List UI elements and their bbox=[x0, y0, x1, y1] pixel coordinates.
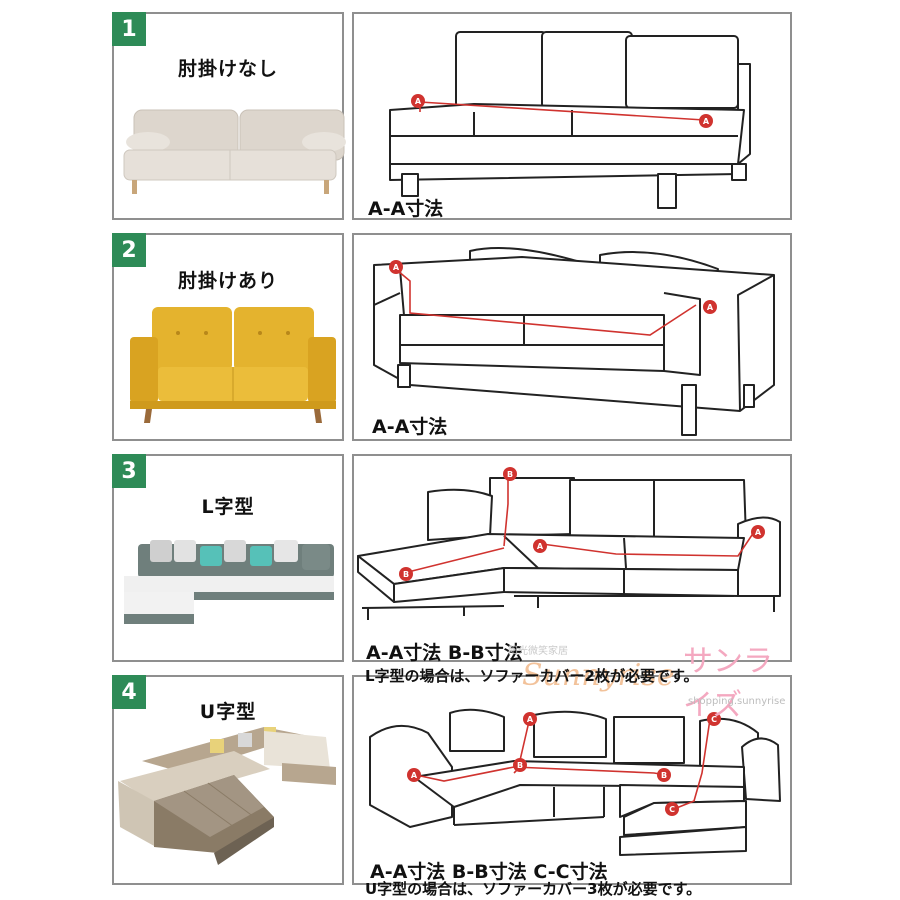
diagram-panel-1: A A A-A寸法 bbox=[352, 12, 792, 220]
marker-a-top-icon: A bbox=[523, 712, 537, 726]
svg-text:B: B bbox=[661, 771, 667, 780]
svg-text:B: B bbox=[507, 470, 513, 479]
marker-a-right-icon: A bbox=[699, 114, 713, 128]
marker-a-left-icon: A bbox=[389, 260, 403, 274]
section-title: 肘掛けなし bbox=[177, 58, 278, 80]
sofa-no-armrest-diagram: A A bbox=[389, 31, 751, 209]
u-shaped-sofa-diagram: A A B B C C bbox=[369, 708, 781, 856]
section-title: L字型 bbox=[201, 496, 255, 518]
diagram-panel-4: A A B B C C A-A寸法 B-B寸法 C-C寸法 bbox=[352, 675, 792, 885]
diagram-panel-3: B B A A A-A寸法 B-B寸法 bbox=[352, 454, 792, 664]
svg-text:A: A bbox=[707, 303, 714, 312]
product-panel-3: L字型 bbox=[112, 454, 344, 662]
l-shaped-sofa-diagram: B B A A bbox=[357, 467, 781, 620]
svg-text:A: A bbox=[411, 771, 418, 780]
dimension-caption: A-A寸法 B-B寸法 bbox=[366, 642, 523, 664]
svg-text:C: C bbox=[669, 805, 675, 814]
l-shape-note: L字型の場合は、ソファーカバー2枚が必要です。 bbox=[365, 667, 699, 685]
dimension-caption: A-A寸法 bbox=[368, 198, 444, 220]
section-title: U字型 bbox=[199, 701, 257, 723]
section-number-badge: 3 bbox=[112, 454, 146, 488]
section-number-badge: 1 bbox=[112, 12, 146, 46]
svg-text:A: A bbox=[393, 263, 400, 272]
marker-b-top-icon: B bbox=[503, 467, 517, 481]
svg-text:A: A bbox=[703, 117, 710, 126]
marker-a-left-icon: A bbox=[533, 539, 547, 553]
marker-a-right-icon: A bbox=[751, 525, 765, 539]
svg-text:A: A bbox=[537, 542, 544, 551]
sofa-no-armrest-photo bbox=[123, 109, 346, 194]
u-shape-note: U字型の場合は、ソファーカバー3枚が必要です。 bbox=[365, 880, 702, 898]
marker-b-right-icon: B bbox=[657, 768, 671, 782]
marker-a-right-icon: A bbox=[703, 300, 717, 314]
section-number-badge: 2 bbox=[112, 233, 146, 267]
svg-text:B: B bbox=[517, 761, 523, 770]
l-shaped-sofa-photo bbox=[124, 540, 334, 624]
marker-a-left-icon: A bbox=[407, 768, 421, 782]
svg-text:C: C bbox=[711, 715, 717, 724]
sofa-with-armrest-photo bbox=[130, 307, 336, 423]
marker-a-left-icon: A bbox=[411, 94, 425, 108]
section-title: 肘掛けあり bbox=[177, 270, 278, 292]
marker-b-bottom-icon: B bbox=[399, 567, 413, 581]
product-panel-4: U字型 bbox=[112, 675, 344, 885]
diagram-panel-2: A A A-A寸法 bbox=[352, 233, 792, 441]
dimension-caption: A-A寸法 B-B寸法 C-C寸法 bbox=[370, 861, 608, 883]
dimension-caption: A-A寸法 bbox=[372, 416, 448, 438]
marker-b-left-icon: B bbox=[513, 758, 527, 772]
u-shaped-sofa-photo bbox=[118, 727, 336, 865]
svg-text:A: A bbox=[415, 97, 422, 106]
product-panel-1: 肘掛けなし bbox=[112, 12, 346, 220]
svg-text:A: A bbox=[527, 715, 534, 724]
sofa-with-armrest-diagram: A A bbox=[373, 247, 775, 436]
marker-c-bottom-icon: C bbox=[665, 802, 679, 816]
svg-text:A: A bbox=[755, 528, 762, 537]
product-panel-2: 肘掛けあり bbox=[112, 233, 344, 441]
svg-text:B: B bbox=[403, 570, 409, 579]
marker-c-top-icon: C bbox=[707, 712, 721, 726]
section-number-badge: 4 bbox=[112, 675, 146, 709]
